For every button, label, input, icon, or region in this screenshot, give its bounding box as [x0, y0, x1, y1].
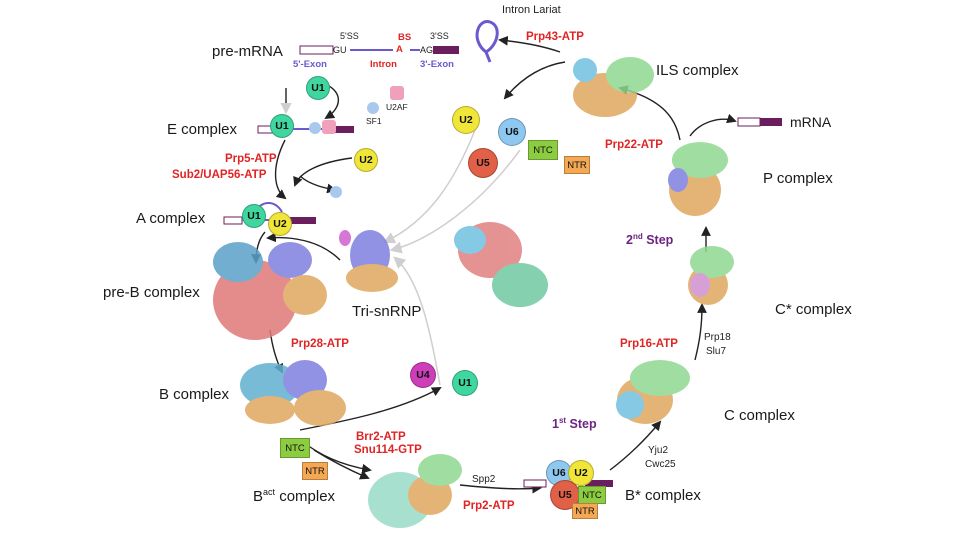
ntr-bstar: NTR: [572, 503, 598, 519]
prp2-atp-label: Prp2-ATP: [463, 500, 515, 512]
gu-label: GU: [333, 45, 347, 55]
intron-lariat-loop: [475, 20, 499, 63]
prp43-atp-label: Prp43-ATP: [526, 31, 584, 43]
first-step-label: 1st Step: [552, 416, 597, 431]
branch-a-label: A: [396, 44, 403, 55]
cwc25-label: Cwc25: [645, 459, 676, 470]
u1-snrnp-a: U1: [242, 204, 266, 228]
snu114-gtp-label: Snu114-GTP: [354, 444, 422, 456]
u2-snrnp-released: U2: [452, 106, 480, 134]
recycling-arrows: [382, 129, 521, 386]
ntc-released: NTC: [528, 140, 558, 160]
exon5-label: 5'-Exon: [293, 59, 327, 70]
second-step-label: 2nd Step: [626, 232, 673, 247]
ntc-bstar: NTC: [578, 486, 606, 504]
ils-complex-label: ILS complex: [656, 62, 739, 79]
a-complex-label: A complex: [136, 210, 206, 227]
ag-label: AG: [420, 45, 434, 55]
prp18-label: Prp18: [704, 332, 731, 343]
bact-tail: complex: [275, 488, 336, 505]
pre-mrna-label: pre-mRNA: [212, 43, 283, 60]
ntr-joining: NTR: [302, 462, 328, 480]
pre-mrna-schematic: [299, 45, 459, 55]
u5-snrnp-released: U5: [468, 148, 498, 178]
brr2-atp-label: Brr2-ATP: [356, 431, 406, 443]
u1-snrnp-released: U1: [452, 370, 478, 396]
sub2-atp-label: Sub2/UAP56-ATP: [172, 169, 267, 181]
bact-main: B: [253, 488, 264, 505]
complex-structures: [213, 57, 734, 528]
u4-snrnp: U4: [410, 362, 436, 388]
first-step-sup: st: [558, 416, 567, 425]
ss3-label: 3'SS: [430, 31, 449, 41]
u2-snrnp-free: U2: [354, 148, 378, 172]
intron-lariat-label: Intron Lariat: [502, 4, 561, 16]
bstar-complex-label: B* complex: [625, 487, 701, 504]
ntr-released: NTR: [564, 156, 590, 174]
u2-snrnp-a: U2: [268, 212, 292, 236]
p-complex-label: P complex: [763, 170, 833, 187]
sf1-label: SF1: [366, 116, 382, 126]
u6-snrnp-released: U6: [498, 118, 526, 146]
bstar-schematic: [523, 479, 613, 488]
tri-snrnp-label: Tri-snRNP: [352, 303, 422, 320]
slu7-label: Slu7: [706, 346, 727, 357]
mrna-product: [737, 117, 782, 127]
bact-complex-label: Bact complex: [253, 487, 335, 505]
prp22-atp-label: Prp22-ATP: [605, 139, 663, 151]
cstar-complex-label: C* complex: [775, 301, 852, 318]
first-step-num: 1: [552, 417, 559, 432]
bs-label: BS: [398, 32, 412, 43]
e-complex-schematic: [257, 86, 404, 198]
first-step-word: Step: [566, 417, 597, 432]
ntc-joining: NTC: [280, 438, 310, 458]
second-step-sup: nd: [632, 232, 643, 241]
prp16-atp-label: Prp16-ATP: [620, 338, 678, 350]
yju2-label: Yju2: [648, 445, 669, 456]
prp28-atp-label: Prp28-ATP: [291, 338, 349, 350]
second-step-word: Step: [642, 233, 674, 248]
prp5-atp-label: Prp5-ATP: [225, 153, 277, 165]
c-complex-label: C complex: [724, 407, 795, 424]
u2af-label: U2AF: [386, 102, 408, 112]
spp2-label: Spp2: [472, 474, 496, 485]
intron-label: Intron: [370, 59, 397, 70]
pre-b-complex-label: pre-B complex: [103, 284, 200, 301]
mrna-label: mRNA: [790, 114, 832, 130]
second-step-num: 2: [626, 233, 633, 248]
exon3-label: 3'-Exon: [420, 59, 454, 70]
u1-snrnp: U1: [306, 76, 330, 100]
ss5-label: 5'SS: [340, 31, 359, 41]
e-complex-label: E complex: [167, 121, 238, 138]
b-complex-label: B complex: [159, 386, 230, 403]
u1-snrnp-e: U1: [270, 114, 294, 138]
bact-superscript: act: [263, 487, 276, 497]
